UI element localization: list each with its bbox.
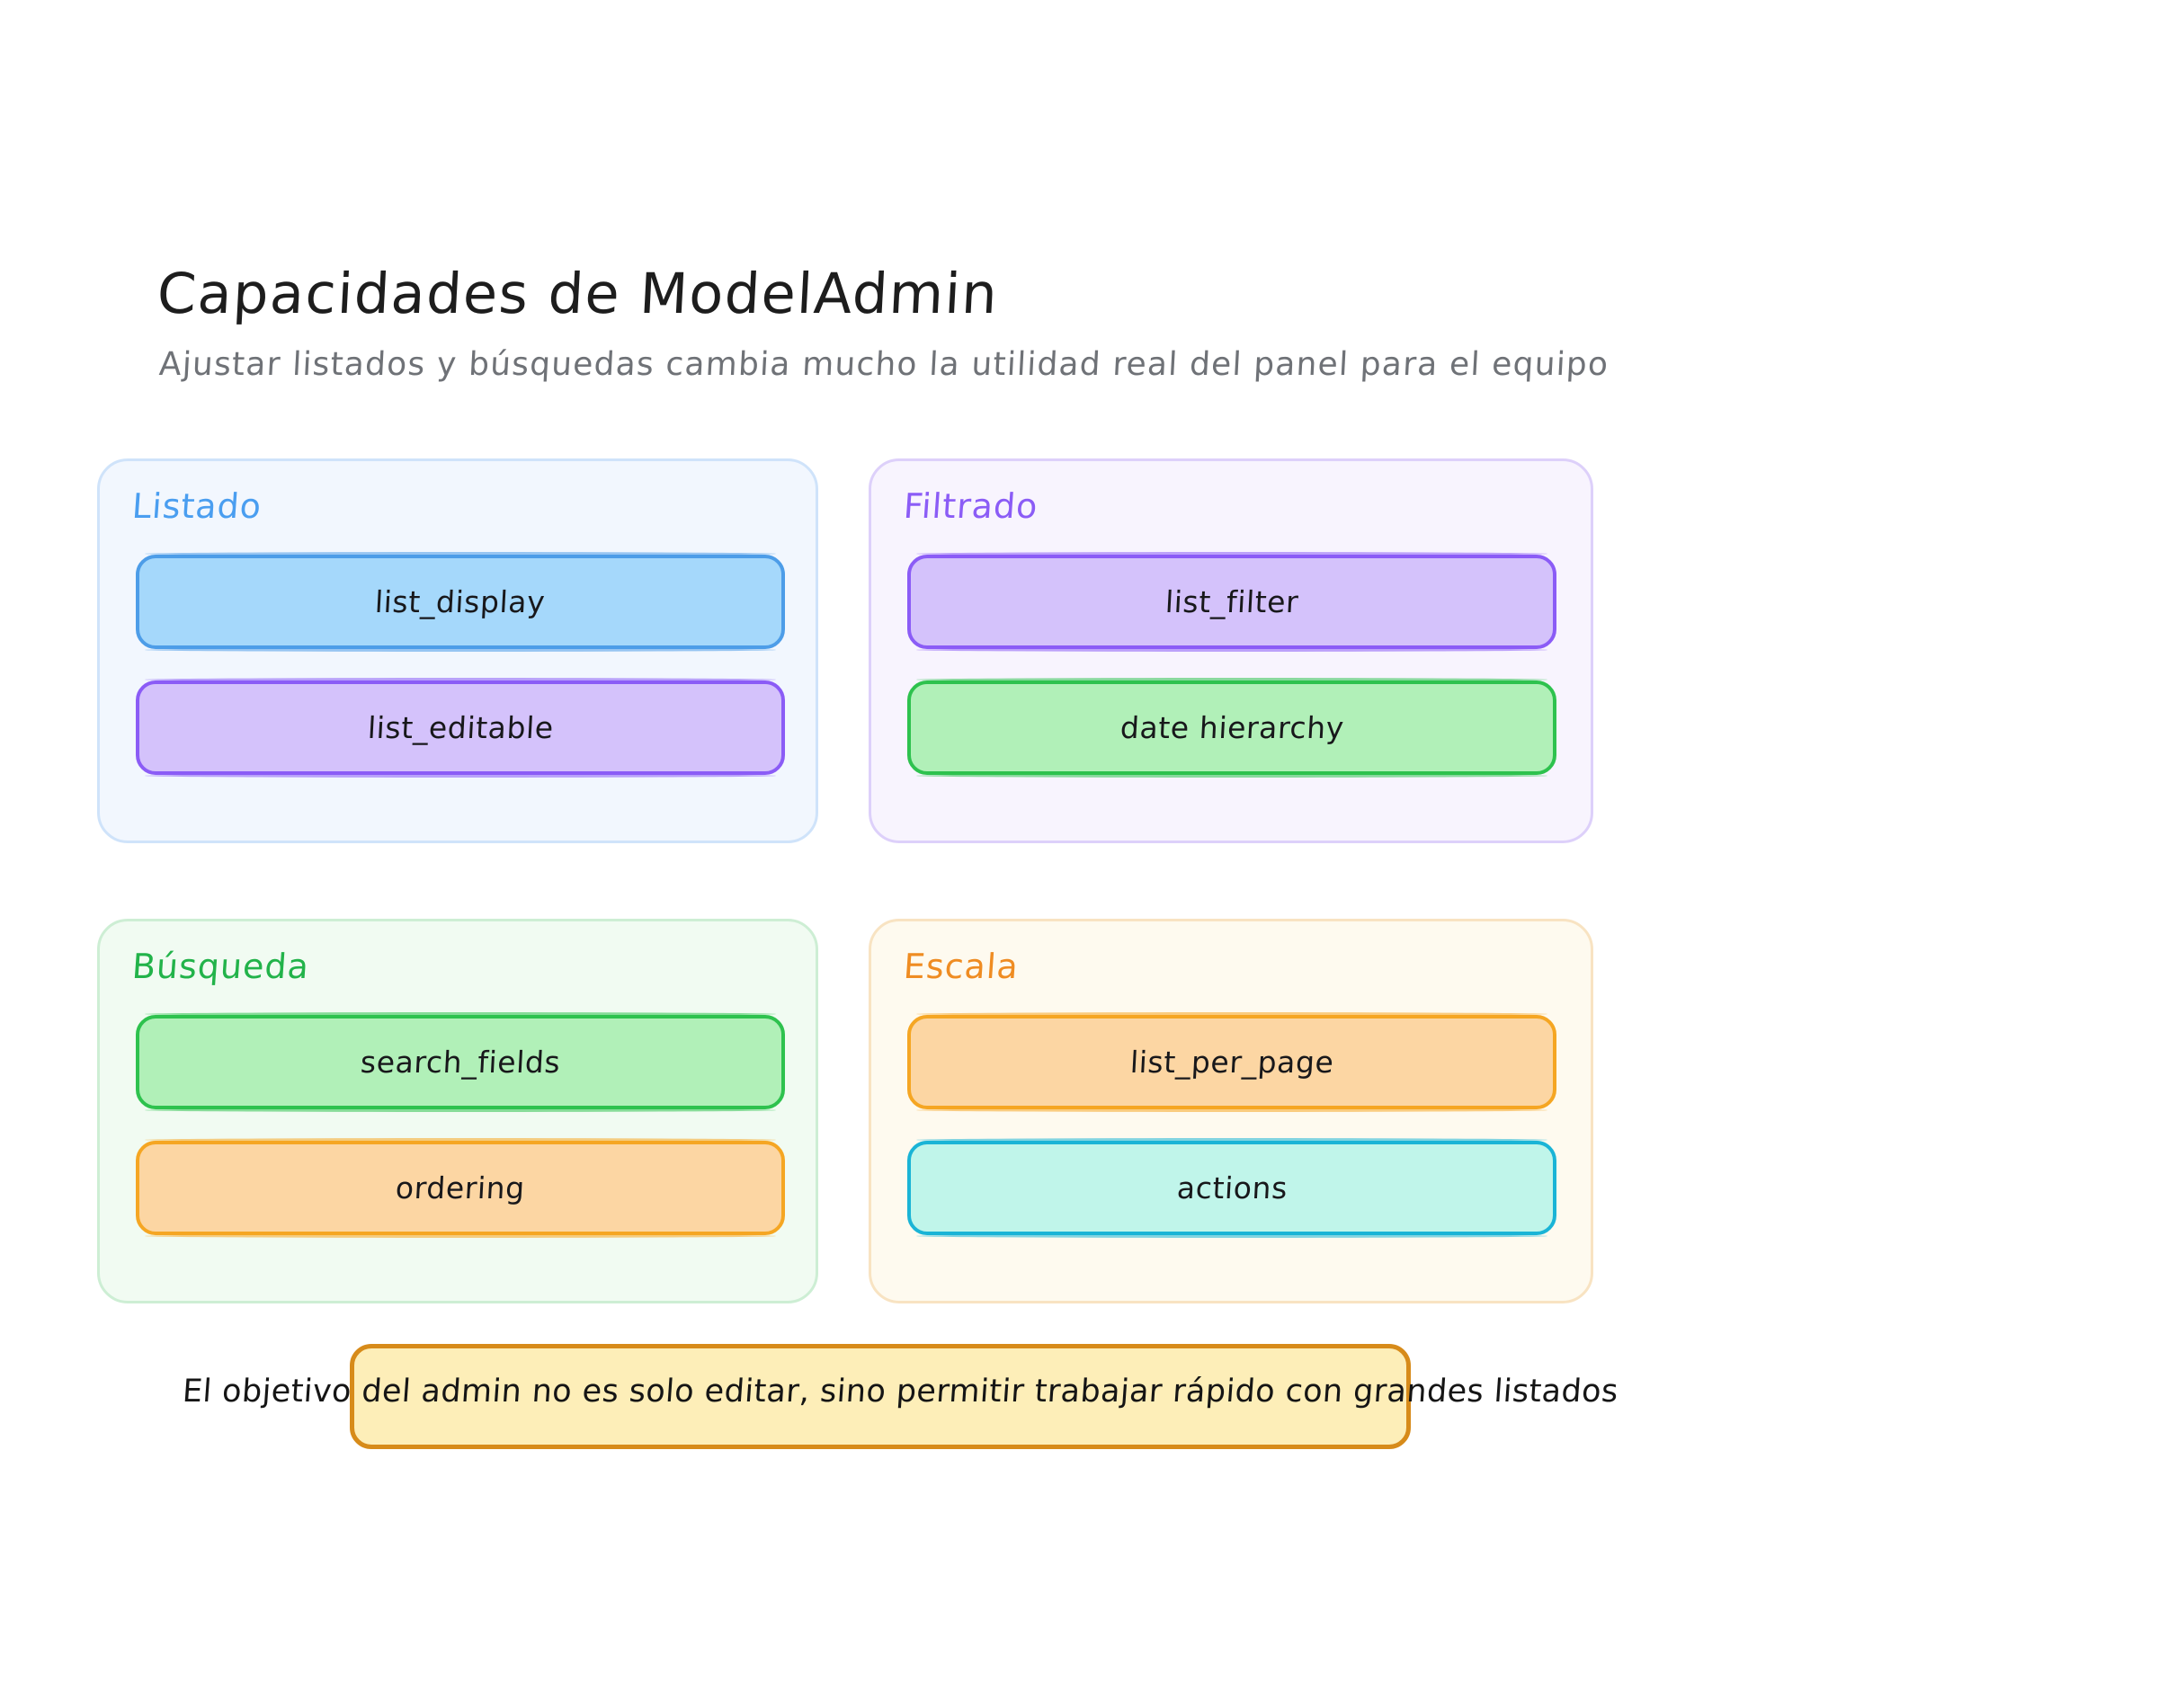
footer-note-box (350, 1344, 1411, 1449)
node-list-per-page[interactable]: list_per_page (907, 1012, 1556, 1112)
node-label: actions (1175, 1170, 1289, 1205)
node-label: date hierarchy (1119, 710, 1345, 745)
node-label: search_fields (359, 1045, 562, 1080)
cluster-label-busqueda: Búsqueda (130, 947, 311, 986)
node-date-hierarchy[interactable]: date hierarchy (907, 678, 1556, 778)
cluster-busqueda: Búsqueda search_fields ordering (97, 919, 818, 1303)
node-label: list_display (374, 584, 547, 619)
cluster-escala: Escala list_per_page actions (869, 919, 1593, 1303)
node-list-display[interactable]: list_display (136, 552, 785, 652)
node-search-fields[interactable]: search_fields (136, 1012, 785, 1112)
node-label: ordering (395, 1170, 526, 1205)
page-title: Capacidades de ModelAdmin (156, 261, 1001, 326)
node-label: list_per_page (1128, 1045, 1335, 1080)
node-list-filter[interactable]: list_filter (907, 552, 1556, 652)
cluster-filtrado: Filtrado list_filter date hierarchy (869, 458, 1593, 843)
footer-note-text: El objetivo del admin no es solo editar,… (181, 1374, 1620, 1410)
page-subtitle: Ajustar listados y búsquedas cambia much… (157, 346, 1610, 383)
node-label: list_filter (1164, 584, 1300, 619)
cluster-label-escala: Escala (902, 947, 1021, 986)
cluster-label-listado: Listado (130, 486, 263, 526)
node-label: list_editable (366, 710, 555, 745)
node-actions[interactable]: actions (907, 1138, 1556, 1238)
node-ordering[interactable]: ordering (136, 1138, 785, 1238)
cluster-label-filtrado: Filtrado (902, 486, 1039, 526)
cluster-listado: Listado list_display list_editable (97, 458, 818, 843)
node-list-editable[interactable]: list_editable (136, 678, 785, 778)
